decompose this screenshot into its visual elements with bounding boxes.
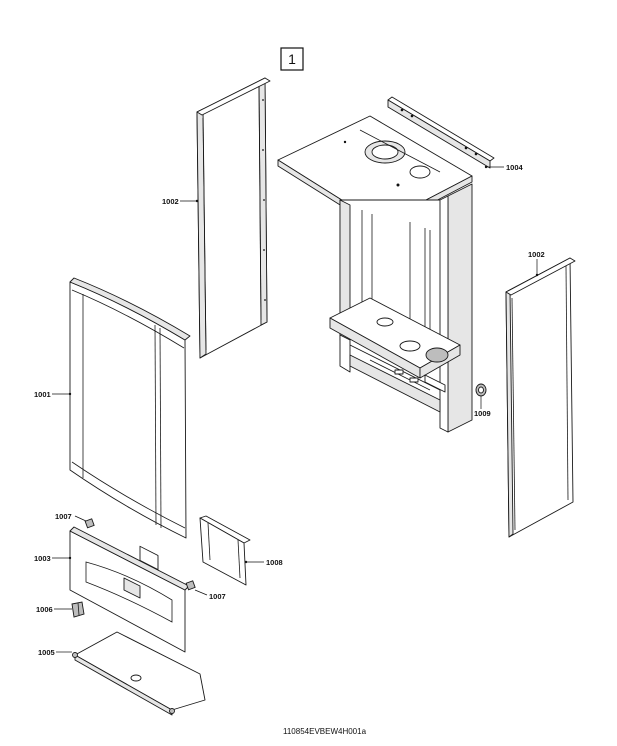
label-side-panel-right: 1002 <box>528 250 545 277</box>
svg-text:1007: 1007 <box>55 512 72 521</box>
svg-text:1007: 1007 <box>209 592 226 601</box>
svg-text:1008: 1008 <box>266 558 283 567</box>
label-fixing-clip-left: 1007 <box>55 512 87 522</box>
fixing-clip-left <box>84 518 95 529</box>
front-panel <box>69 277 191 539</box>
label-bracket-1008: 1008 <box>244 558 283 567</box>
svg-text:1009: 1009 <box>474 409 491 418</box>
fixing-clip-right <box>185 580 196 591</box>
svg-text:1004: 1004 <box>506 163 524 172</box>
label-bottom-cover: 1005 <box>38 648 72 657</box>
svg-text:1002: 1002 <box>162 197 179 206</box>
svg-text:1002: 1002 <box>528 250 545 259</box>
svg-text:1006: 1006 <box>36 605 53 614</box>
svg-text:1003: 1003 <box>34 554 51 563</box>
sheet-number: 1 <box>288 51 296 67</box>
wall-bracket <box>387 96 495 169</box>
chassis-frame <box>277 115 473 433</box>
label-side-panel-left: 1002 <box>162 197 199 206</box>
label-lower-fascia: 1003 <box>34 554 72 563</box>
label-front-panel: 1001 <box>34 390 72 399</box>
reference-code: 110854EVBEW4H001a <box>283 727 367 736</box>
lower-fascia <box>69 526 190 653</box>
bottom-cover <box>72 631 206 716</box>
label-clip-1006: 1006 <box>36 605 72 614</box>
grommet <box>475 383 487 397</box>
svg-text:1001: 1001 <box>34 390 51 399</box>
label-grommet: 1009 <box>474 396 491 418</box>
svg-text:1005: 1005 <box>38 648 55 657</box>
clip-1006 <box>71 601 85 618</box>
side-panel-right <box>505 257 576 538</box>
side-panel-left <box>196 77 271 359</box>
bracket-1008 <box>199 515 251 586</box>
sheet-number-badge: 1 <box>280 47 304 71</box>
label-wall-bracket: 1004 <box>484 163 524 172</box>
label-fixing-clip-right: 1007 <box>194 589 226 601</box>
